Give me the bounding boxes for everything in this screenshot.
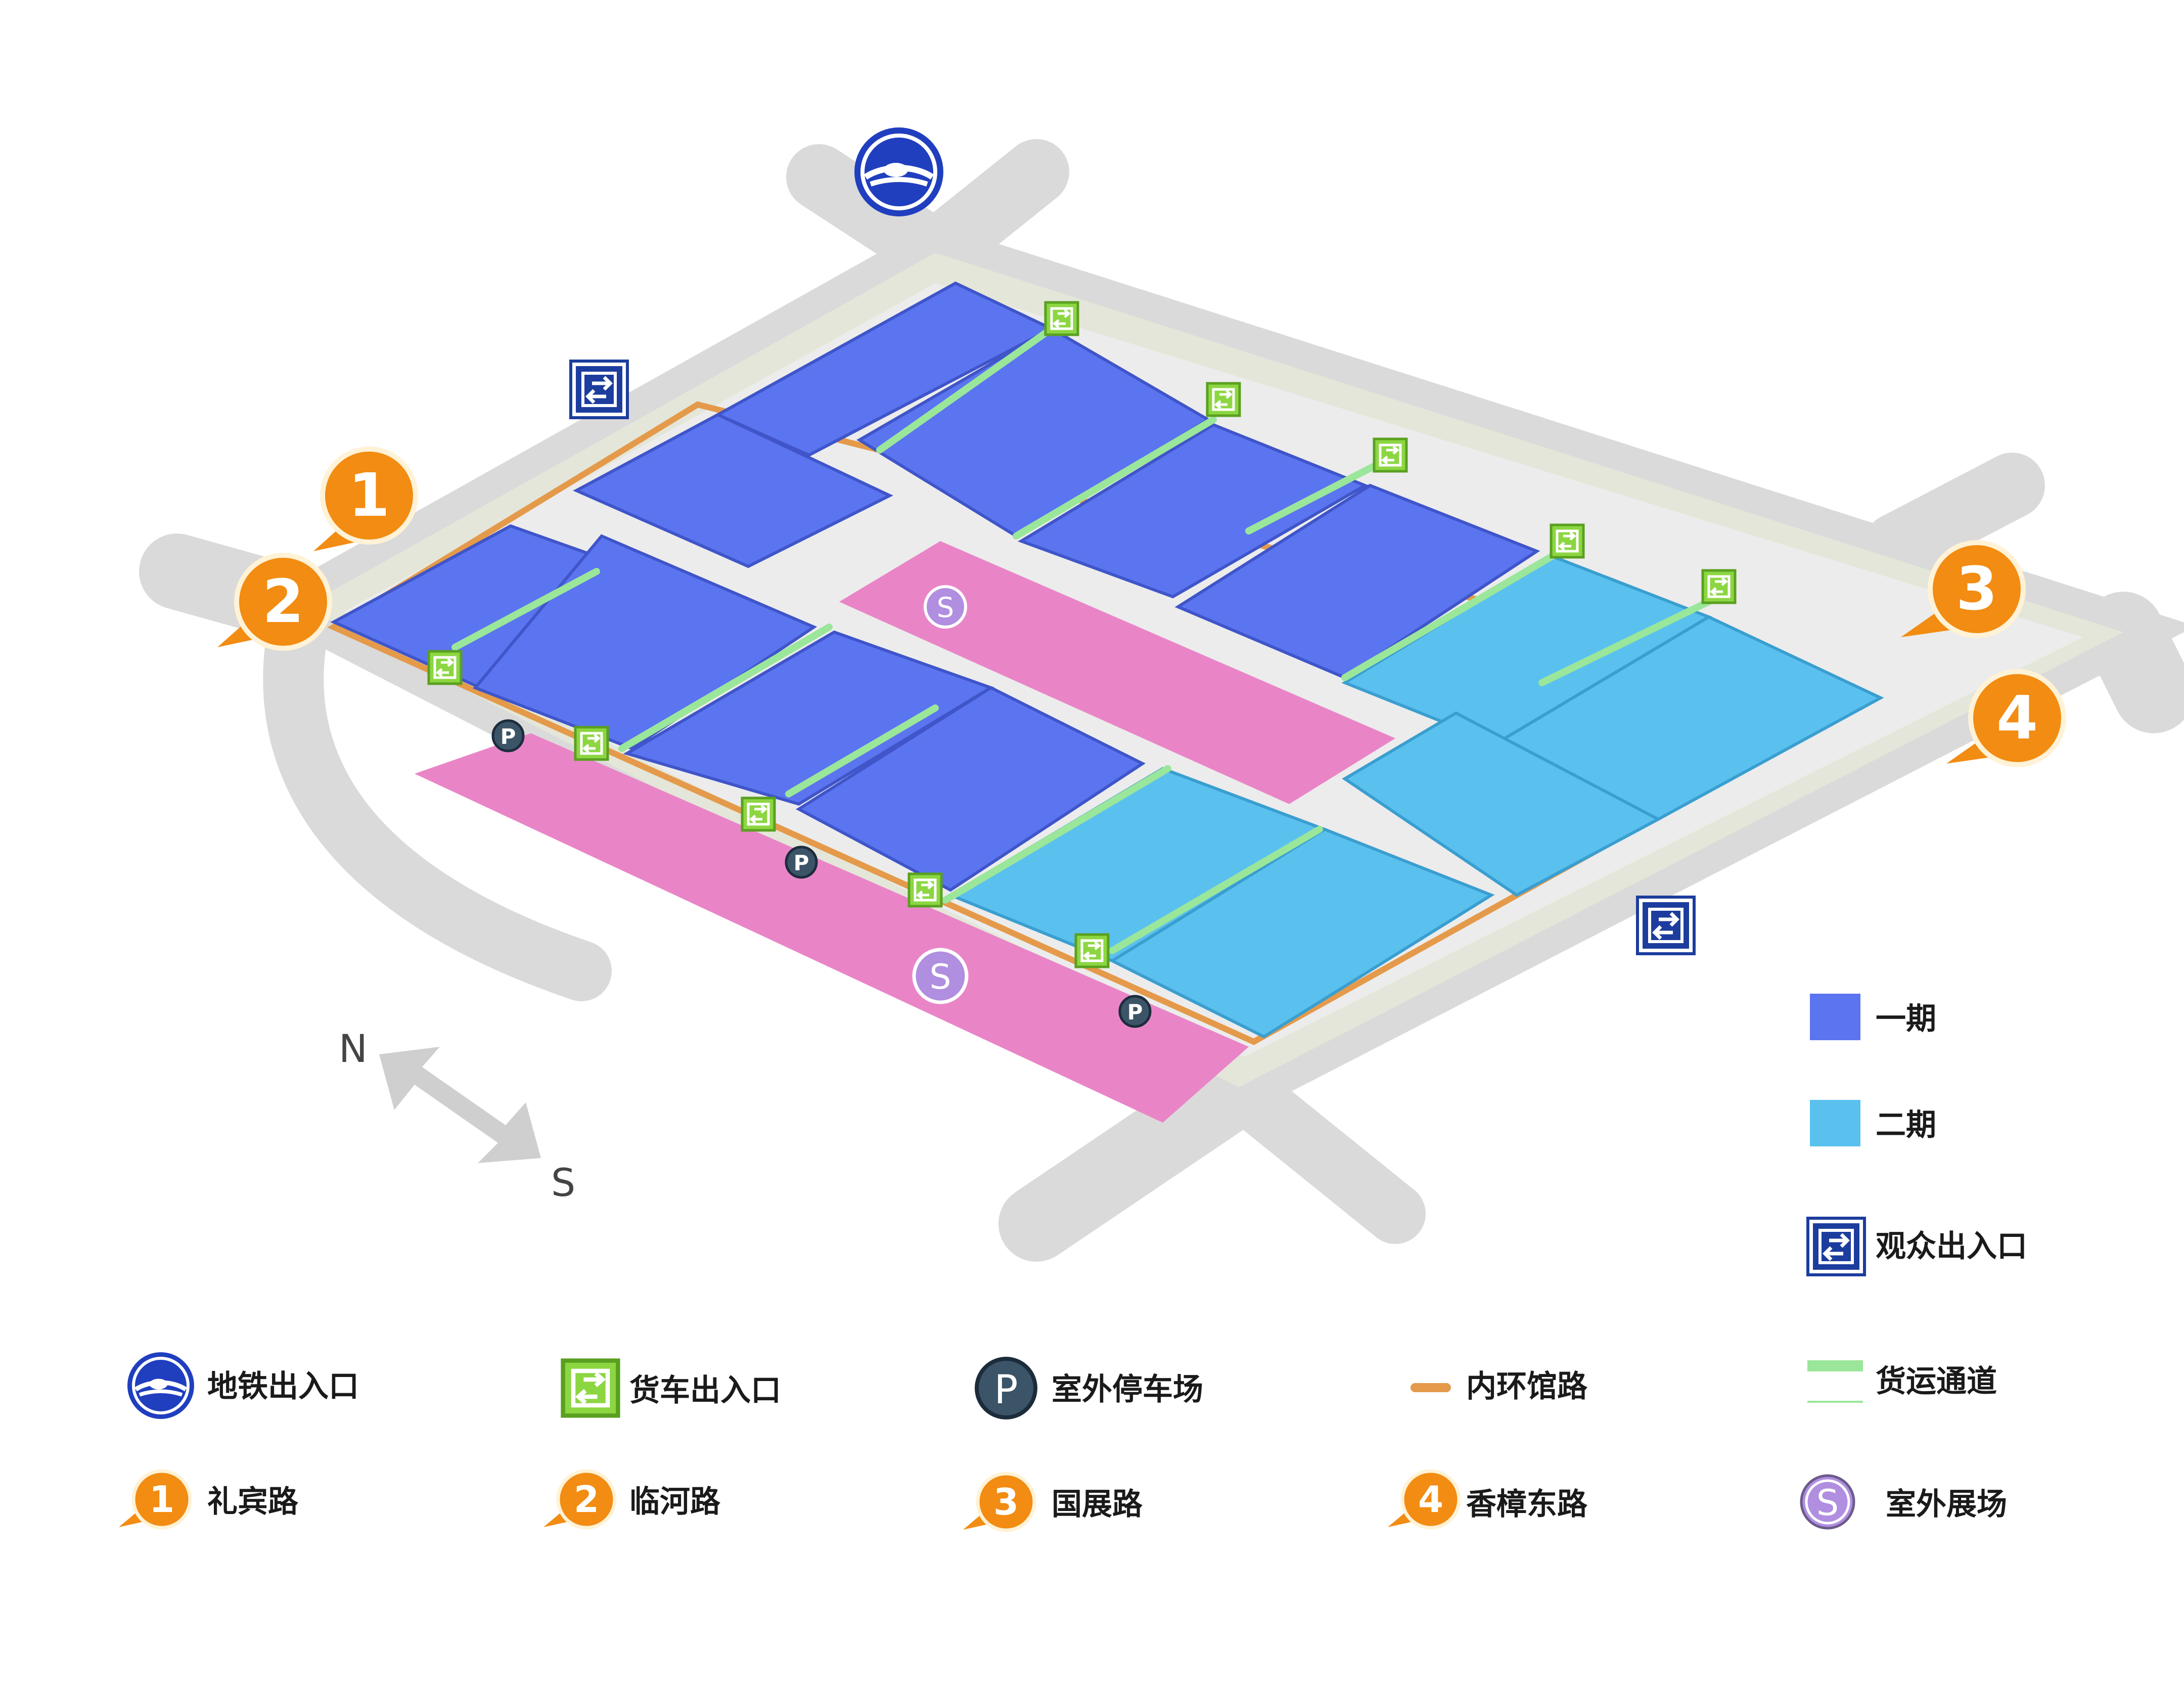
- outdoor-exhibition-areas: [415, 541, 1395, 1123]
- parking-marker: P: [785, 846, 818, 879]
- outdoor-area-south: [415, 733, 1249, 1123]
- truck-entrance-icon: [742, 798, 775, 830]
- truck-icon: [563, 1361, 618, 1416]
- legend-road4: 4 香樟东路: [1388, 1469, 1588, 1530]
- truck-entrance-icon: [1045, 302, 1078, 335]
- legend-outdoor-exhibition: S 室外展场: [1800, 1474, 2007, 1530]
- legend-row2: 1 礼宾路 2 临河路 3 国展路 4 香樟东路 S 室外展场: [119, 1469, 2007, 1532]
- parking-icon: [975, 1357, 1037, 1419]
- outdoor-exhibition-marker: S: [912, 948, 969, 1004]
- legend-road1: 1 礼宾路: [119, 1469, 299, 1530]
- svg-text:室外停车场: 室外停车场: [1052, 1372, 1203, 1407]
- svg-text:4: 4: [1418, 1478, 1443, 1521]
- truck-entrance-icon: [429, 651, 461, 684]
- road3-icon: [976, 1472, 1036, 1532]
- road-marker-1: 1: [313, 447, 418, 551]
- svg-text:3: 3: [993, 1481, 1019, 1523]
- svg-text:室外展场: 室外展场: [1886, 1487, 2007, 1522]
- phase1-hall: [1018, 423, 1369, 599]
- freight-channels: [451, 325, 1722, 954]
- freight-swatch: [1807, 1360, 1863, 1371]
- visitor-entrance-icon: [571, 361, 627, 418]
- parking-marker: P: [491, 719, 525, 752]
- phase2-connector: [1342, 711, 1662, 897]
- svg-text:1: 1: [149, 1478, 174, 1521]
- compass-south-label: S: [551, 1160, 575, 1205]
- legend-metro: 地铁出入口: [127, 1352, 359, 1419]
- road1-icon: [131, 1469, 192, 1530]
- phase1-connector: [573, 413, 893, 568]
- outdoor-exhibition-marker: S: [924, 585, 967, 629]
- phase2-hall: [1109, 827, 1495, 1039]
- compass: N S: [339, 1026, 575, 1205]
- legend-road2: 2 临河路: [543, 1469, 721, 1530]
- truck-entrance-icon: [909, 874, 941, 906]
- legend-parking: P 室外停车场: [975, 1357, 1203, 1419]
- inner-road-swatch: [1410, 1383, 1451, 1392]
- road-marker-2: 2: [217, 553, 332, 651]
- legend-phase1: 一期: [1810, 994, 1936, 1040]
- legend-phase2: 二期: [1810, 1100, 1936, 1146]
- metro-entrance-icon: [854, 127, 943, 216]
- truck-entrance-icon: [1551, 525, 1583, 557]
- svg-text:P: P: [794, 851, 809, 875]
- legend-road3: 3 国展路: [963, 1472, 1143, 1532]
- phase1-hall: [1174, 483, 1540, 680]
- phase1-hall: [796, 686, 1146, 892]
- legend-freight: 货运通道: [1807, 1360, 1997, 1403]
- svg-text:临河路: 临河路: [629, 1484, 721, 1520]
- svg-text:1: 1: [348, 460, 390, 530]
- phase2-halls: [947, 554, 1884, 1039]
- road-marker-4: 4: [1946, 669, 2066, 767]
- svg-text:2: 2: [574, 1478, 599, 1521]
- visitor-entrance-icon: [1637, 897, 1694, 954]
- legend-row1: 地铁出入口 货车出入口 P 室外停车场 内环馆路 货运通道: [127, 1352, 1997, 1419]
- svg-text:香樟东路: 香樟东路: [1466, 1487, 1588, 1522]
- legend-right: 一期 二期 观众出入口: [1808, 994, 2027, 1275]
- svg-text:观众出入口: 观众出入口: [1876, 1229, 2027, 1264]
- legend-visitor-entrance: 观众出入口: [1808, 1218, 2027, 1275]
- phase2-swatch: [1810, 1100, 1860, 1146]
- truck-entrance-icon: [575, 727, 608, 760]
- visitor-entrance-icon: [1808, 1218, 1864, 1275]
- outdoor-area-center: [839, 541, 1395, 804]
- svg-text:一期: 一期: [1876, 1001, 1936, 1037]
- road-marker-3: 3: [1901, 540, 2026, 638]
- compass-north-label: N: [339, 1026, 368, 1071]
- svg-text:S: S: [929, 957, 951, 997]
- outdoor-exhibition-markers: S S: [912, 585, 969, 1004]
- phase1-swatch: [1810, 994, 1860, 1040]
- parking-marker: P: [1118, 995, 1152, 1028]
- truck-entrance-icon: [1207, 383, 1240, 416]
- road2-icon: [556, 1469, 617, 1530]
- svg-text:国展路: 国展路: [1052, 1487, 1143, 1522]
- svg-text:P: P: [500, 724, 516, 749]
- parking-markers: P P P: [491, 719, 1152, 1028]
- metro-icon: [127, 1352, 194, 1419]
- svg-text:S: S: [937, 592, 954, 624]
- svg-text:P: P: [1127, 1000, 1143, 1025]
- svg-text:礼宾路: 礼宾路: [207, 1484, 299, 1520]
- road4-icon: [1400, 1469, 1461, 1530]
- truck-entrance-icon: [1703, 570, 1735, 603]
- svg-text:内环馆路: 内环馆路: [1466, 1369, 1588, 1404]
- svg-text:货车出入口: 货车出入口: [629, 1373, 781, 1408]
- legend-truck: 货车出入口: [563, 1361, 781, 1416]
- svg-text:S: S: [1816, 1482, 1839, 1524]
- svg-text:货运通道: 货运通道: [1876, 1364, 1997, 1399]
- svg-text:4: 4: [1996, 683, 2038, 752]
- truck-entrance-icon: [1374, 439, 1406, 471]
- truck-entrance-icon: [1076, 935, 1108, 967]
- outdoor-exhibition-icon: [1800, 1474, 1855, 1530]
- svg-text:2: 2: [262, 566, 304, 636]
- compass-arrow: [379, 1047, 541, 1163]
- svg-text:P: P: [994, 1367, 1018, 1413]
- legend-inner-road: 内环馆路: [1410, 1369, 1588, 1404]
- svg-text:地铁出入口: 地铁出入口: [207, 1369, 359, 1404]
- svg-text:3: 3: [1956, 554, 1997, 624]
- svg-text:二期: 二期: [1876, 1107, 1936, 1143]
